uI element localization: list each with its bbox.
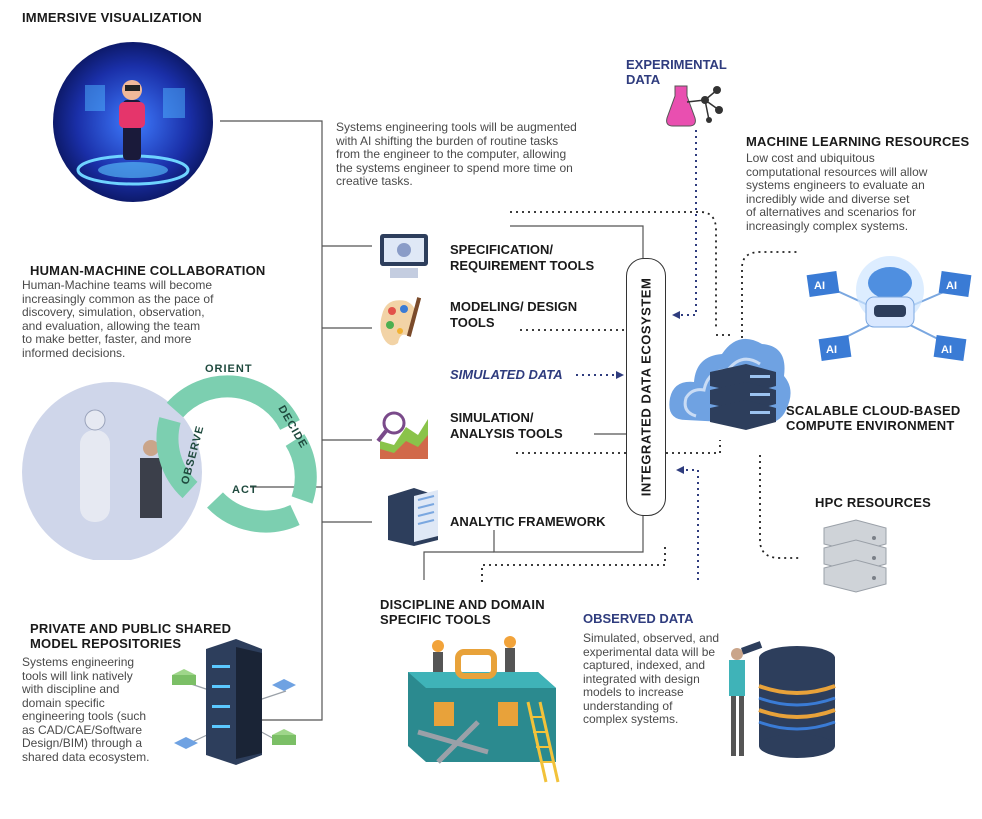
discipline-toolbox-illustration [408,636,560,783]
palette-brush-icon [380,297,422,346]
immersive-title: IMMERSIVE VISUALIZATION [22,10,202,25]
hpc-server-stack-icon [823,519,887,593]
monitor-gear-icon [380,234,428,278]
ai-chip-label: AI [826,344,837,356]
ai-augmentation-note: Systems engineering tools will be augmen… [336,120,577,188]
observe-arrow [156,417,198,499]
orient-label: ORIENT [205,363,253,375]
spec-requirement-tools-label: SPECIFICATION/REQUIREMENT TOOLS [450,242,595,273]
act-arrow [207,492,300,533]
ai-chip-label: AI [946,280,957,292]
hmc-title: HUMAN-MACHINE COLLABORATION [30,263,266,278]
observed-data-title: OBSERVED DATA [583,611,694,626]
integrated-data-ecosystem-bar: INTEGRATED DATA ECOSYSTEM [626,258,666,516]
flask-molecule-icon [666,85,723,127]
observer-database-illustration [729,641,836,758]
simulation-analysis-tools-label: SIMULATION/ANALYSIS TOOLS [450,410,563,441]
ooda-cycle-illustration: ORIENT DECIDE ACT OBSERVE [22,363,317,560]
server-rack-icon [388,488,438,546]
ai-chip-label: AI [814,280,825,292]
act-label: ACT [232,484,258,496]
ai-chip-label: AI [941,344,952,356]
immersive-vr-illustration [53,42,213,202]
ai-brain-network-illustration: AI AI AI AI [806,256,972,361]
repository-server-network-illustration [172,639,296,765]
ml-resources-title: MACHINE LEARNING RESOURCES [746,134,970,149]
analysis-chart-icon [376,411,428,459]
simulated-data-label: SIMULATED DATA [450,367,563,382]
cloud-server-illustration [669,338,791,430]
decide-arrow [285,434,317,504]
integrated-data-ecosystem-label: INTEGRATED DATA ECOSYSTEM [638,277,654,497]
orient-arrow [166,375,300,431]
hpc-resources-title: HPC RESOURCES [815,495,932,510]
analytic-framework-label: ANALYTIC FRAMEWORK [450,514,606,529]
